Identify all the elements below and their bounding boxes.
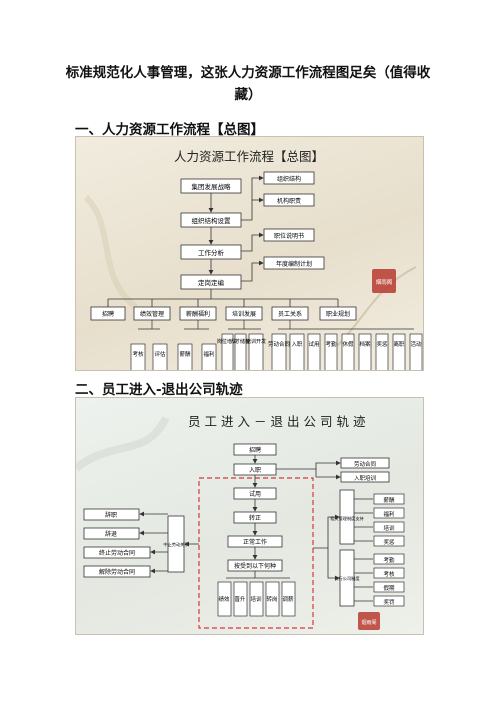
side-box: 机构职责: [277, 197, 301, 205]
leaf: 福利: [203, 350, 214, 358]
fig1-title: 人力资源工作流程【总图】: [174, 149, 324, 164]
exit-box: 中止劳动关系: [163, 541, 188, 548]
section-heading-2: 二、员工进入-退出公司轨迹: [75, 382, 243, 398]
exec-item: 假期: [383, 584, 395, 592]
leaf: 试用: [308, 340, 319, 348]
leaf: 岗位培训: [217, 338, 237, 345]
leaf: 活动: [410, 340, 422, 348]
exec-item: 考核: [383, 570, 395, 578]
exec-box: 执行公司制度: [334, 575, 360, 582]
leaf: 薪酬: [179, 350, 191, 358]
page-title: 标准规范化人事管理，这张人力资源工作流程图足矣（值得收藏）: [65, 65, 431, 103]
fig2-title: 员工进入－退出公司轨迹: [188, 414, 370, 429]
branch: 招聘: [102, 310, 114, 318]
right-box: 劳动合同: [354, 460, 377, 468]
side-box: 职位说明书: [274, 232, 304, 240]
support-item: 培训: [383, 524, 395, 532]
leaf: 考勤: [325, 340, 337, 348]
exec-item: 奖罚: [383, 598, 394, 606]
leaf: 休假: [342, 340, 354, 348]
main-step: 定岗定编: [198, 278, 225, 287]
periodic-item: 晋升: [234, 595, 246, 603]
seal-text: 烟雨阁: [361, 619, 376, 626]
leaf: 评估: [154, 350, 166, 358]
support-box: 相关管理制度支持: [330, 515, 364, 522]
branch: 绩效管理: [140, 310, 164, 318]
support-item: 奖惩: [383, 538, 395, 546]
employee-lifecycle-diagram: 员工进入－退出公司轨迹 招聘 入职 试用 转正 正常工作 按受到以下何种 绩效: [76, 414, 405, 630]
exit-reason: 辞职: [105, 511, 117, 519]
exit-reason: 辞退: [105, 530, 117, 538]
leaf: 人才储备: [230, 338, 250, 345]
flow-step: 试用: [249, 490, 261, 498]
main-step: 工作分析: [198, 248, 225, 257]
periodic-box: 按受到以下何种: [234, 562, 276, 570]
branch: 职业规划: [326, 310, 350, 318]
leaf: 离职: [393, 340, 405, 348]
leaf: 劳动合同: [268, 340, 291, 348]
seal-stamp: [358, 612, 380, 630]
exit-reason: 解除劳动合同: [99, 568, 135, 576]
periodic-item: 培训: [250, 595, 262, 603]
leaf: 档案: [359, 340, 371, 348]
periodic-item: 绩效: [218, 595, 230, 603]
support-item: 福利: [383, 510, 394, 518]
leaf: 奖惩: [376, 340, 388, 348]
right-box: 入职培训: [354, 474, 377, 482]
branch: 薪酬福利: [186, 310, 210, 318]
leaf-group: 考核 评估 薪酬 福利 岗位培训 人才储备 培训开发 劳动合同 入职 试用 考勤…: [130, 333, 423, 370]
exec-item: 考勤: [383, 556, 395, 564]
hr-workflow-diagram: 人力资源工作流程【总图】 集团发展战略 组织结构设置 工作分析 定岗定编 组织结…: [83, 149, 423, 370]
flow-step: 招聘: [249, 446, 261, 454]
leaf: 入职: [291, 341, 303, 348]
branch: 员工关系: [278, 310, 302, 318]
branch: 培训发展: [232, 310, 256, 318]
flow-step: 转正: [249, 514, 261, 522]
leaf: 培训开发: [246, 338, 266, 345]
dashed-region: [198, 477, 314, 629]
flow-step: 入职: [249, 467, 261, 474]
leaf: 考核: [132, 350, 144, 358]
exit-reason: 终止劳动合同: [99, 549, 135, 557]
side-box: 组织结构: [277, 175, 301, 183]
seal-stamp: [372, 269, 396, 293]
flow-step: 正常工作: [243, 538, 267, 546]
seal-text: 烟雨阁: [376, 278, 393, 286]
support-item: 薪酬: [383, 496, 395, 504]
main-step: 集团发展战略: [192, 182, 232, 191]
employee-lifecycle-figure: 员工进入－退出公司轨迹 招聘 入职 试用 转正 正常工作 按受到以下何种 绩效: [75, 397, 424, 635]
periodic-item: 调薪: [282, 595, 294, 603]
main-step: 组织结构设置: [192, 216, 232, 225]
section-heading-1: 一、人力资源工作流程【总图】: [75, 122, 264, 138]
hr-workflow-figure: 人力资源工作流程【总图】 集团发展战略 组织结构设置 工作分析 定岗定编 组织结…: [75, 136, 424, 371]
side-box: 年度编制计划: [276, 260, 312, 268]
periodic-item: 转岗: [266, 595, 277, 603]
